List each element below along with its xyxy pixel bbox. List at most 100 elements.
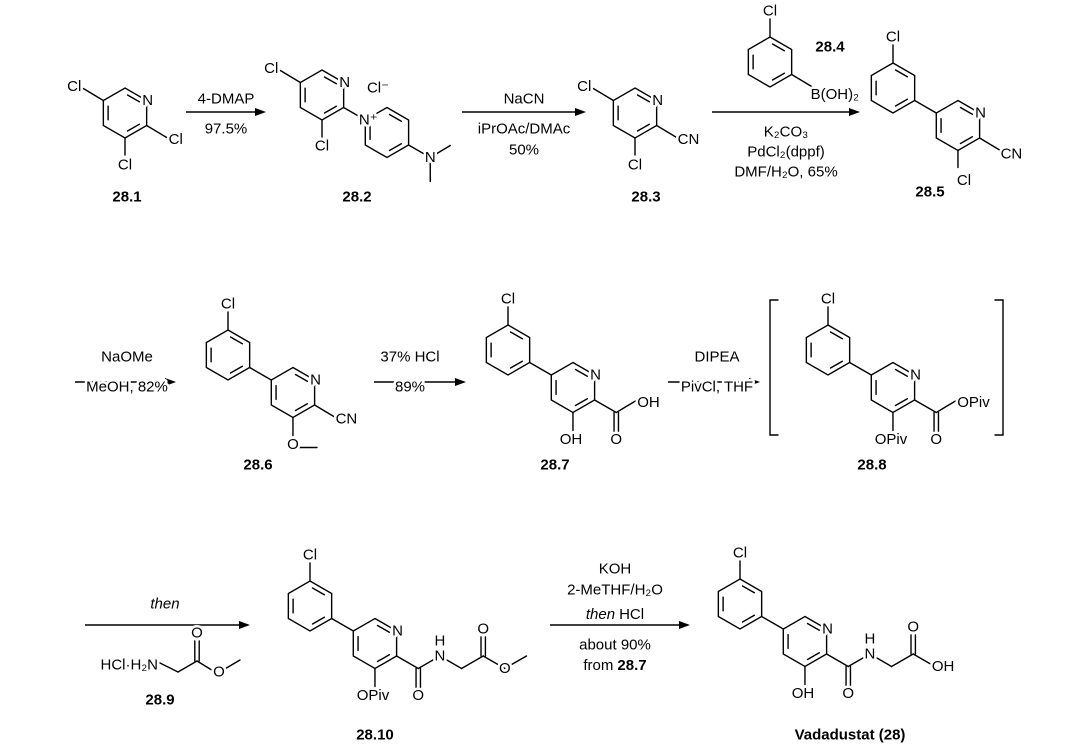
left-bracket: [769, 299, 779, 436]
pyridine-ring: [612, 87, 658, 139]
ring-double-bond: [894, 98, 909, 107]
ring-double-bond: [509, 331, 524, 340]
hcl-label: HCl: [619, 606, 644, 623]
ring-double-bond: [294, 403, 309, 412]
chlorine-label: Cl: [628, 157, 642, 174]
bond: [395, 655, 419, 670]
arrowhead-icon: [679, 621, 690, 629]
arrowhead-icon: [255, 108, 266, 116]
ring-double-bond: [829, 360, 844, 369]
from-text: from: [583, 657, 613, 674]
aryl-benzene: [805, 324, 851, 376]
nitrogen-label: N: [822, 621, 833, 638]
methyl-bond: [509, 655, 528, 667]
benzene-ring: [747, 36, 793, 88]
reagent-nacn: NaCN: [504, 91, 545, 108]
ring-double-bond: [741, 585, 756, 594]
amide-nitrogen-label: N: [864, 646, 875, 663]
bond: [790, 73, 813, 88]
chlorine-label: Cl: [763, 3, 777, 20]
carbonyl-oxygen-label: O: [907, 619, 919, 636]
biaryl-bond: [760, 615, 785, 630]
pyridinium-nitrogen-label: N⁺: [359, 112, 378, 129]
right-bracket: [994, 299, 1004, 436]
chlorine-label: Cl: [221, 296, 235, 313]
acid-oxygen-label: OH: [637, 394, 660, 411]
bond: [407, 144, 431, 159]
acid-hydroxy-label: OH: [932, 658, 955, 675]
substituent-label: OH: [792, 685, 815, 702]
yield-label: 89%: [395, 379, 425, 396]
yield-label: 97.5%: [205, 121, 248, 138]
ring-double-bond: [311, 587, 326, 596]
compound-label-28-3: 28.3: [631, 189, 660, 206]
aryl-benzene: [205, 329, 251, 381]
bond: [177, 660, 198, 673]
bond: [615, 399, 637, 414]
bond: [196, 660, 216, 673]
aryl-pyridine: [782, 615, 828, 668]
ring-double-bond: [388, 143, 403, 152]
nitrile-label: CN: [1001, 146, 1023, 163]
ring-double-bond: [376, 654, 391, 663]
ring-double-bond: [323, 76, 338, 85]
pyridinium-ring: [364, 106, 410, 159]
bond: [279, 69, 302, 84]
ring-double-bond: [894, 368, 909, 377]
aryl-pyridine: [550, 361, 596, 414]
reagent-naome: NaOMe: [101, 349, 153, 366]
bond: [655, 124, 678, 139]
label-layer: NClClCl28.14-DMAP97.5%NClClN⁺NCl⁻28.2NaC…: [65, 0, 1025, 744]
compound-label-28-10: 28.10: [356, 727, 394, 744]
ring-double-bond: [771, 43, 786, 52]
chlorine-label: Cl: [501, 291, 515, 308]
aryl-pyridine: [270, 366, 316, 419]
ring-double-bond: [806, 652, 821, 661]
pyridine-ring: [102, 87, 148, 139]
from-compound-ref: 28.7: [617, 657, 646, 674]
amide-nitrogen-label: N: [434, 648, 445, 665]
ring-double-bond: [574, 398, 589, 407]
bond: [417, 655, 441, 670]
biaryl-bond: [248, 366, 273, 381]
ring-double-bond: [294, 373, 309, 382]
ring-double-bond: [574, 368, 589, 377]
aryl-pyridine: [870, 361, 916, 414]
arrowhead-icon: [849, 108, 860, 116]
oxygen-label: O: [287, 436, 299, 453]
bond: [847, 653, 871, 668]
bond: [482, 655, 506, 670]
amide-hydrogen-label: H: [434, 633, 445, 650]
chlorine-label: Cl: [821, 291, 835, 308]
biaryl-bond: [330, 617, 355, 632]
compound-label-28-6: 28.6: [243, 457, 272, 474]
bond: [82, 87, 105, 102]
ring-double-bond: [636, 123, 651, 132]
compound-label-28-4: 28.4: [815, 39, 845, 56]
carbonyl-oxygen-label: O: [477, 621, 489, 638]
bond: [159, 662, 179, 673]
bond: [429, 144, 451, 159]
chlorine-label: Cl: [886, 29, 900, 46]
aryl-pyridine: [352, 617, 398, 670]
reagent-hcl: 37% HCl: [380, 349, 439, 366]
bond: [593, 399, 617, 414]
ring-double-bond: [323, 105, 338, 114]
chlorine-label: Cl: [957, 172, 971, 189]
ring-double-bond: [509, 360, 524, 369]
boronic-acid-label: B(OH)₂: [811, 86, 859, 103]
bond: [913, 399, 937, 414]
solvent-label: iPrOAc/DMAc: [478, 121, 571, 138]
dimethylamino-nitrogen-label: N: [425, 149, 436, 166]
ring-double-bond: [959, 136, 974, 145]
bond: [935, 399, 957, 414]
compound-label-28-1: 28.1: [112, 189, 141, 206]
reagent-k2co3: K₂CO₃: [764, 124, 808, 141]
chlorine-label: Cl: [67, 78, 81, 95]
compound-label-vadadustat: Vadadustat (28): [795, 727, 906, 744]
biaryl-bond: [848, 361, 873, 376]
yield-label: 50%: [509, 142, 539, 159]
catalyst-label: PdCl₂(dppf): [747, 144, 825, 161]
methyl-bond: [222, 659, 241, 671]
